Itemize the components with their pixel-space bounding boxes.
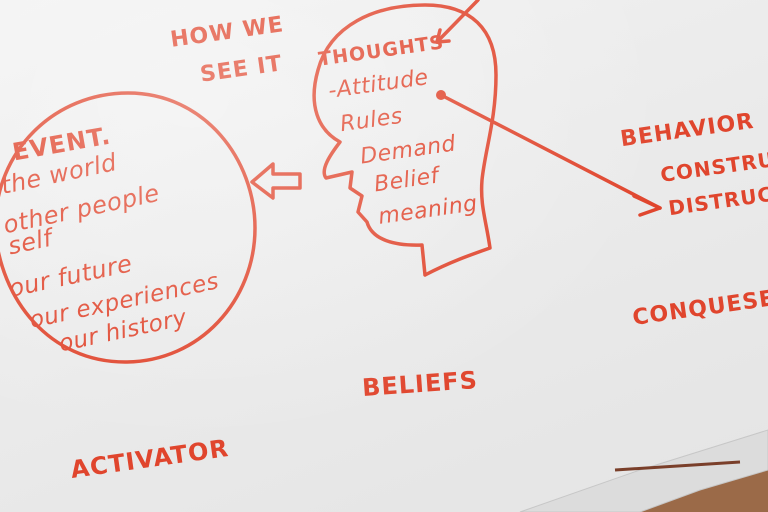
- head-silhouette: [312, 3, 498, 277]
- hollow-arrow: [250, 162, 302, 200]
- arrow-to-behavior: [439, 93, 662, 210]
- table-edge-line: [614, 460, 741, 472]
- paper-sheet-edge: [519, 429, 768, 512]
- event-circle: [0, 91, 257, 364]
- arrow-to-thoughts: [435, 0, 480, 44]
